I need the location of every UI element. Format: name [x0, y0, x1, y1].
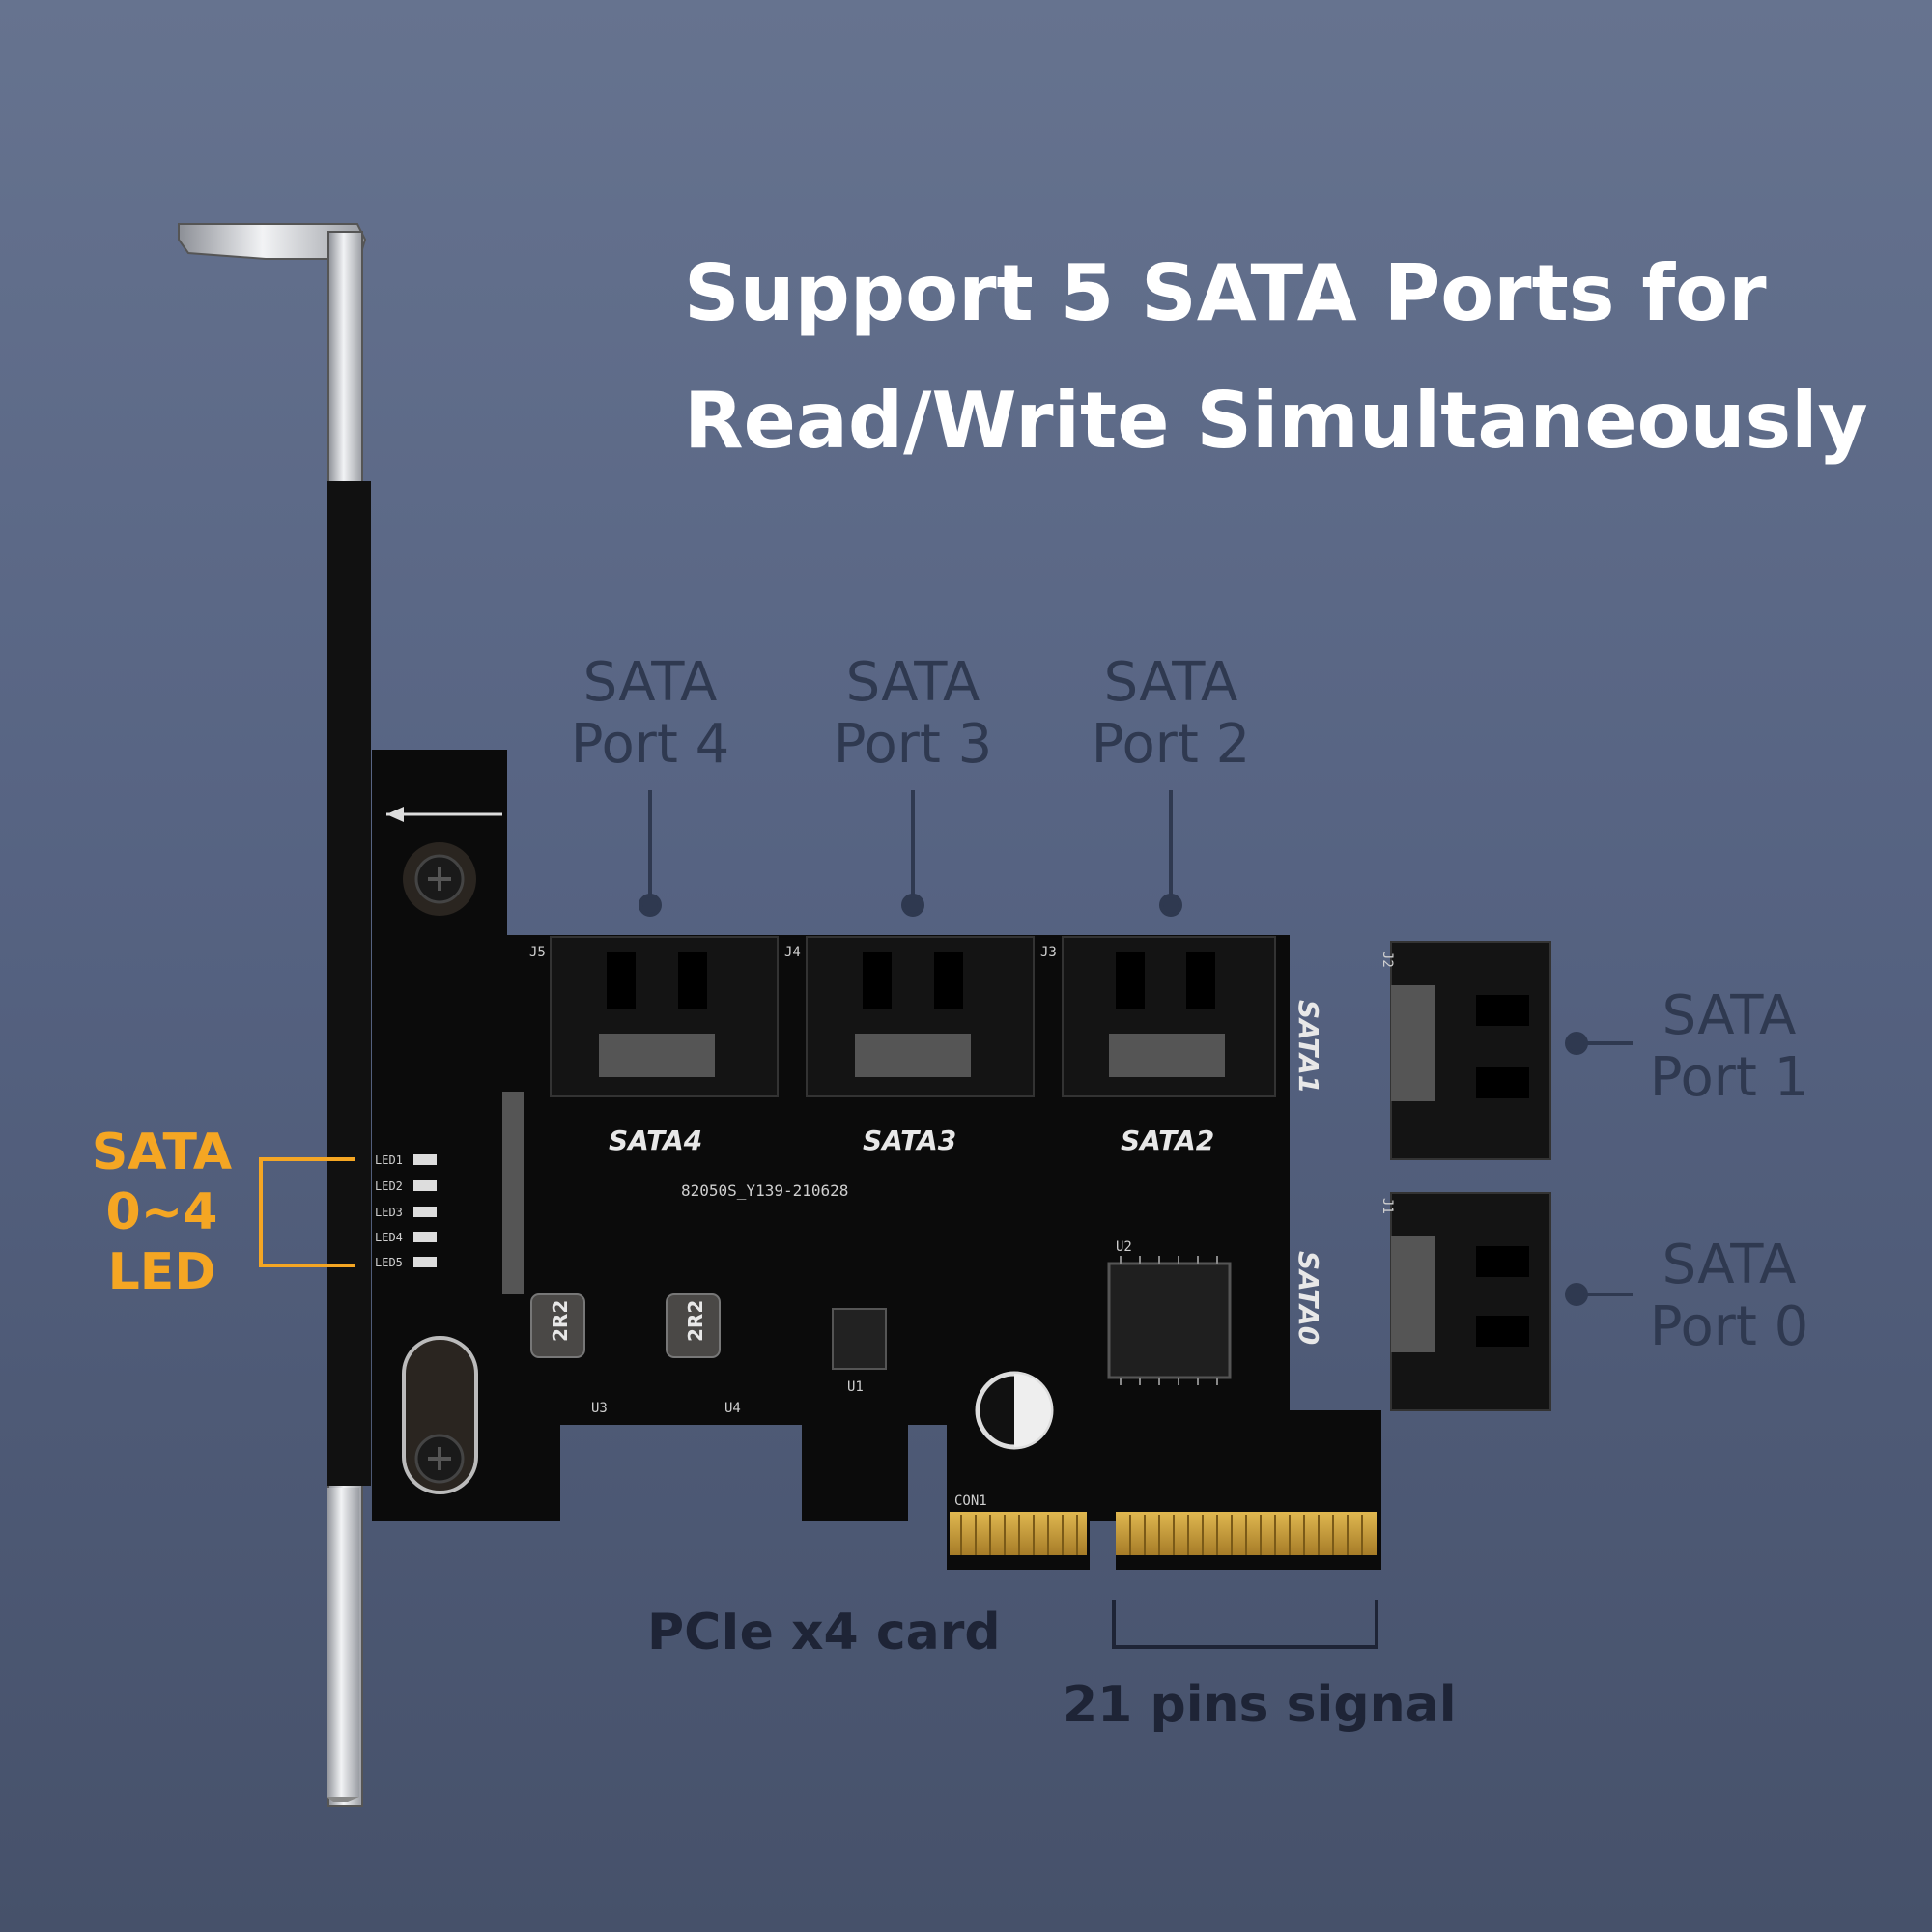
silk-u2: U2	[1116, 1239, 1132, 1255]
callout-port2-line1: SATA	[1103, 651, 1238, 714]
callout-port0-line1: SATA	[1662, 1234, 1797, 1296]
silk-led2: LED2	[375, 1179, 403, 1193]
callout-port4-line2: Port 4	[570, 713, 730, 776]
led-label-line3: LED	[107, 1243, 216, 1301]
inductor-2	[666, 1293, 721, 1358]
inductor-1	[530, 1293, 585, 1358]
silk-j4: J4	[784, 945, 801, 960]
callout-port1-line1: SATA	[1662, 984, 1797, 1047]
callout-sata-port-2: SATA Port 2	[1074, 652, 1267, 776]
screw-top	[403, 842, 476, 916]
sata-connector-0	[1390, 1192, 1551, 1411]
silk-sata0: SATA0	[1293, 1251, 1324, 1345]
bracket	[178, 223, 371, 1807]
headline-line-1: Support 5 SATA Ports for	[684, 248, 1767, 338]
led-label-line2: 0~4	[105, 1183, 218, 1241]
ic-u1	[832, 1308, 887, 1370]
silk-j1: J1	[1379, 1198, 1395, 1214]
silk-j2: J2	[1379, 952, 1395, 968]
callout-sata-port-4: SATA Port 4	[554, 652, 747, 776]
silk-u1: U1	[847, 1379, 864, 1395]
silk-led3: LED3	[375, 1206, 403, 1219]
screw-bottom	[402, 1336, 478, 1494]
led-callout-bracket	[259, 1157, 355, 1267]
pins-bracket	[1112, 1600, 1378, 1649]
silk-inductor-2: 2R2	[684, 1300, 707, 1342]
silk-sata4: SATA4	[609, 1124, 702, 1156]
pcie-card-label: PCIe x4 card	[647, 1604, 1001, 1662]
led-array	[413, 1154, 437, 1267]
sata-connector-1	[1390, 941, 1551, 1160]
callout-sata-port-1: SATA Port 1	[1633, 985, 1826, 1109]
callout-sata-port-0: SATA Port 0	[1633, 1235, 1826, 1358]
sata-connector-4	[550, 936, 779, 1097]
callout-port4-line1: SATA	[582, 651, 718, 714]
controller-chip	[1107, 1262, 1232, 1379]
silk-j3: J3	[1040, 945, 1057, 960]
led-label-line1: SATA	[91, 1123, 233, 1181]
callout-port2-line2: Port 2	[1091, 713, 1251, 776]
silk-j5: J5	[529, 945, 546, 960]
callout-leaders	[639, 790, 1633, 1306]
silk-u3: U3	[591, 1401, 608, 1416]
callout-port0-line2: Port 0	[1649, 1295, 1809, 1358]
callout-sata-port-3: SATA Port 3	[816, 652, 1009, 776]
silk-inductor-1: 2R2	[549, 1300, 572, 1342]
callout-port3-line2: Port 3	[833, 713, 993, 776]
silk-led5: LED5	[375, 1256, 403, 1269]
silk-model: 82050S_Y139-210628	[681, 1181, 848, 1200]
silk-u4: U4	[724, 1401, 741, 1416]
callout-sata-led: SATA 0~4 LED	[77, 1122, 246, 1302]
gold-fingers	[950, 1512, 1377, 1555]
pins-signal-label: 21 pins signal	[1063, 1676, 1457, 1734]
headline: Support 5 SATA Ports for Read/Write Simu…	[684, 230, 1868, 485]
silk-led1: LED1	[375, 1153, 403, 1167]
silk-con1: CON1	[954, 1493, 987, 1509]
callout-port3-line1: SATA	[845, 651, 980, 714]
silk-sata1: SATA1	[1293, 1000, 1324, 1094]
sata-connector-2	[1062, 936, 1276, 1097]
silk-sata3: SATA3	[863, 1124, 956, 1156]
sata-connector-3	[806, 936, 1035, 1097]
headline-line-2: Read/Write Simultaneously	[684, 376, 1868, 466]
silk-led4: LED4	[375, 1231, 403, 1244]
silk-sata2: SATA2	[1121, 1124, 1214, 1156]
callout-port1-line2: Port 1	[1649, 1046, 1809, 1109]
